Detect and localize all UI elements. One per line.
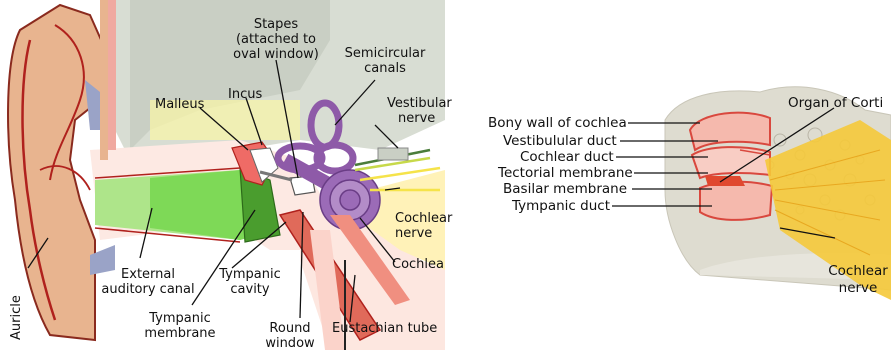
label-round-window-line2: window — [265, 336, 315, 350]
label-auricle: Auricle — [9, 295, 24, 340]
label-vestibular-line2: nerve — [398, 111, 435, 126]
label-semicircular-line2: canals — [364, 61, 406, 76]
label-round-window: Round — [269, 321, 310, 336]
label-cochlear-nerve: Cochlear — [395, 211, 453, 226]
organ-of-corti-shape — [705, 176, 745, 186]
label-tectorial: Tectorial membrane — [497, 165, 633, 181]
nerve-canal — [378, 148, 408, 160]
label-stapes-line3: oval window) — [233, 47, 319, 62]
label-tympanic-duct: Tympanic duct — [511, 198, 610, 214]
tympanic-duct-shape — [700, 182, 772, 220]
label-stapes-line2: (attached to — [236, 32, 316, 47]
label-eustachian: Eustachian tube — [332, 321, 437, 336]
ear-diagram: Stapes (attached to oval window) Semicir… — [0, 0, 453, 350]
label-cochlear-nerve-line2: nerve — [395, 226, 432, 241]
label-basilar: Basilar membrane — [503, 181, 627, 197]
label-bony-wall: Bony wall of cochlea — [488, 115, 627, 131]
label-cochlear-nerve-right: Cochlear — [828, 263, 888, 279]
label-stapes: Stapes — [254, 17, 299, 32]
label-tympanic-cavity: Tympanic — [218, 267, 281, 282]
label-cochlea: Cochlea — [392, 257, 444, 272]
label-organ-of-corti: Organ of Corti — [788, 95, 883, 111]
label-tympanic-cavity-line2: cavity — [230, 282, 270, 297]
label-external-canal-line2: auditory canal — [101, 282, 194, 297]
skin-wall-upper — [100, 0, 108, 160]
skin-wall-pink — [108, 0, 116, 150]
label-vestibular-duct: Vestibulular duct — [503, 133, 617, 149]
label-tympanic-membrane-line2: membrane — [144, 326, 215, 341]
label-tympanic-membrane: Tympanic — [148, 311, 211, 326]
label-incus: Incus — [228, 87, 262, 102]
label-semicircular: Semicircular — [345, 46, 426, 61]
label-cochlear-nerve-right-line2: nerve — [839, 280, 878, 296]
label-vestibular: Vestibular — [387, 96, 452, 111]
label-cochlear-duct: Cochlear duct — [520, 149, 614, 165]
label-malleus: Malleus — [155, 97, 205, 112]
cochlea-diagram: Bony wall of cochlea Vestibulular duct C… — [488, 87, 891, 300]
label-external-canal: External — [121, 267, 175, 282]
